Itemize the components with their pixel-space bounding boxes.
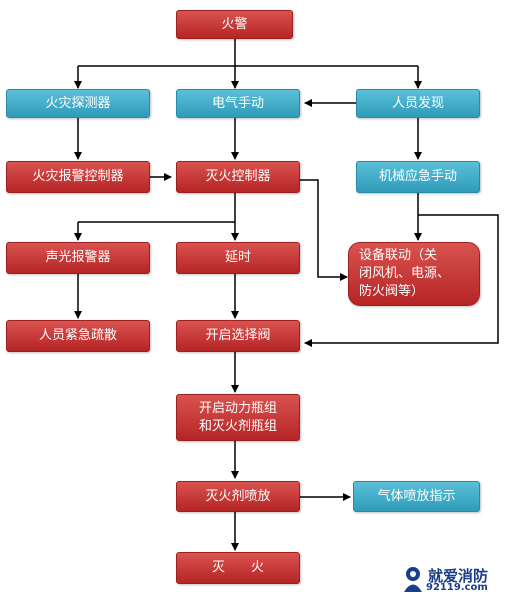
node-evacuation: 人员紧急疏散	[6, 320, 150, 352]
node-fire-detector: 火灾探测器	[6, 89, 150, 118]
node-delay: 延时	[176, 242, 300, 274]
watermark-site: 92119.com	[426, 582, 488, 593]
edge-mechanical-to-selector-valve	[304, 214, 499, 347]
node-gas-discharge-indicator: 气体喷放指示	[353, 481, 480, 512]
edge-controller-to-linkage	[300, 179, 348, 281]
node-fire-alarm: 火警	[176, 10, 293, 39]
node-mechanical-emergency: 机械应急手动	[356, 161, 480, 193]
firefighter-icon	[404, 567, 422, 592]
node-electric-manual: 电气手动	[176, 89, 300, 118]
node-fire-alarm-controller: 火灾报警控制器	[6, 161, 150, 193]
node-person-discovers: 人员发现	[356, 89, 480, 118]
node-extinguish: 灭 火	[176, 552, 300, 584]
node-sound-light-alarm: 声光报警器	[6, 242, 150, 274]
node-agent-discharge: 灭火剂喷放	[176, 481, 300, 512]
watermark-logo: 就爱消防 92119.com	[400, 565, 500, 593]
node-equipment-linkage: 设备联动（关 闭风机、电源、 防火阀等）	[348, 242, 480, 306]
node-extinguish-controller: 灭火控制器	[176, 161, 300, 193]
node-open-selector-valve: 开启选择阀	[176, 320, 300, 352]
watermark-name: 就爱消防	[428, 567, 489, 585]
node-open-bottle-groups: 开启动力瓶组 和灭火剂瓶组	[176, 394, 300, 441]
